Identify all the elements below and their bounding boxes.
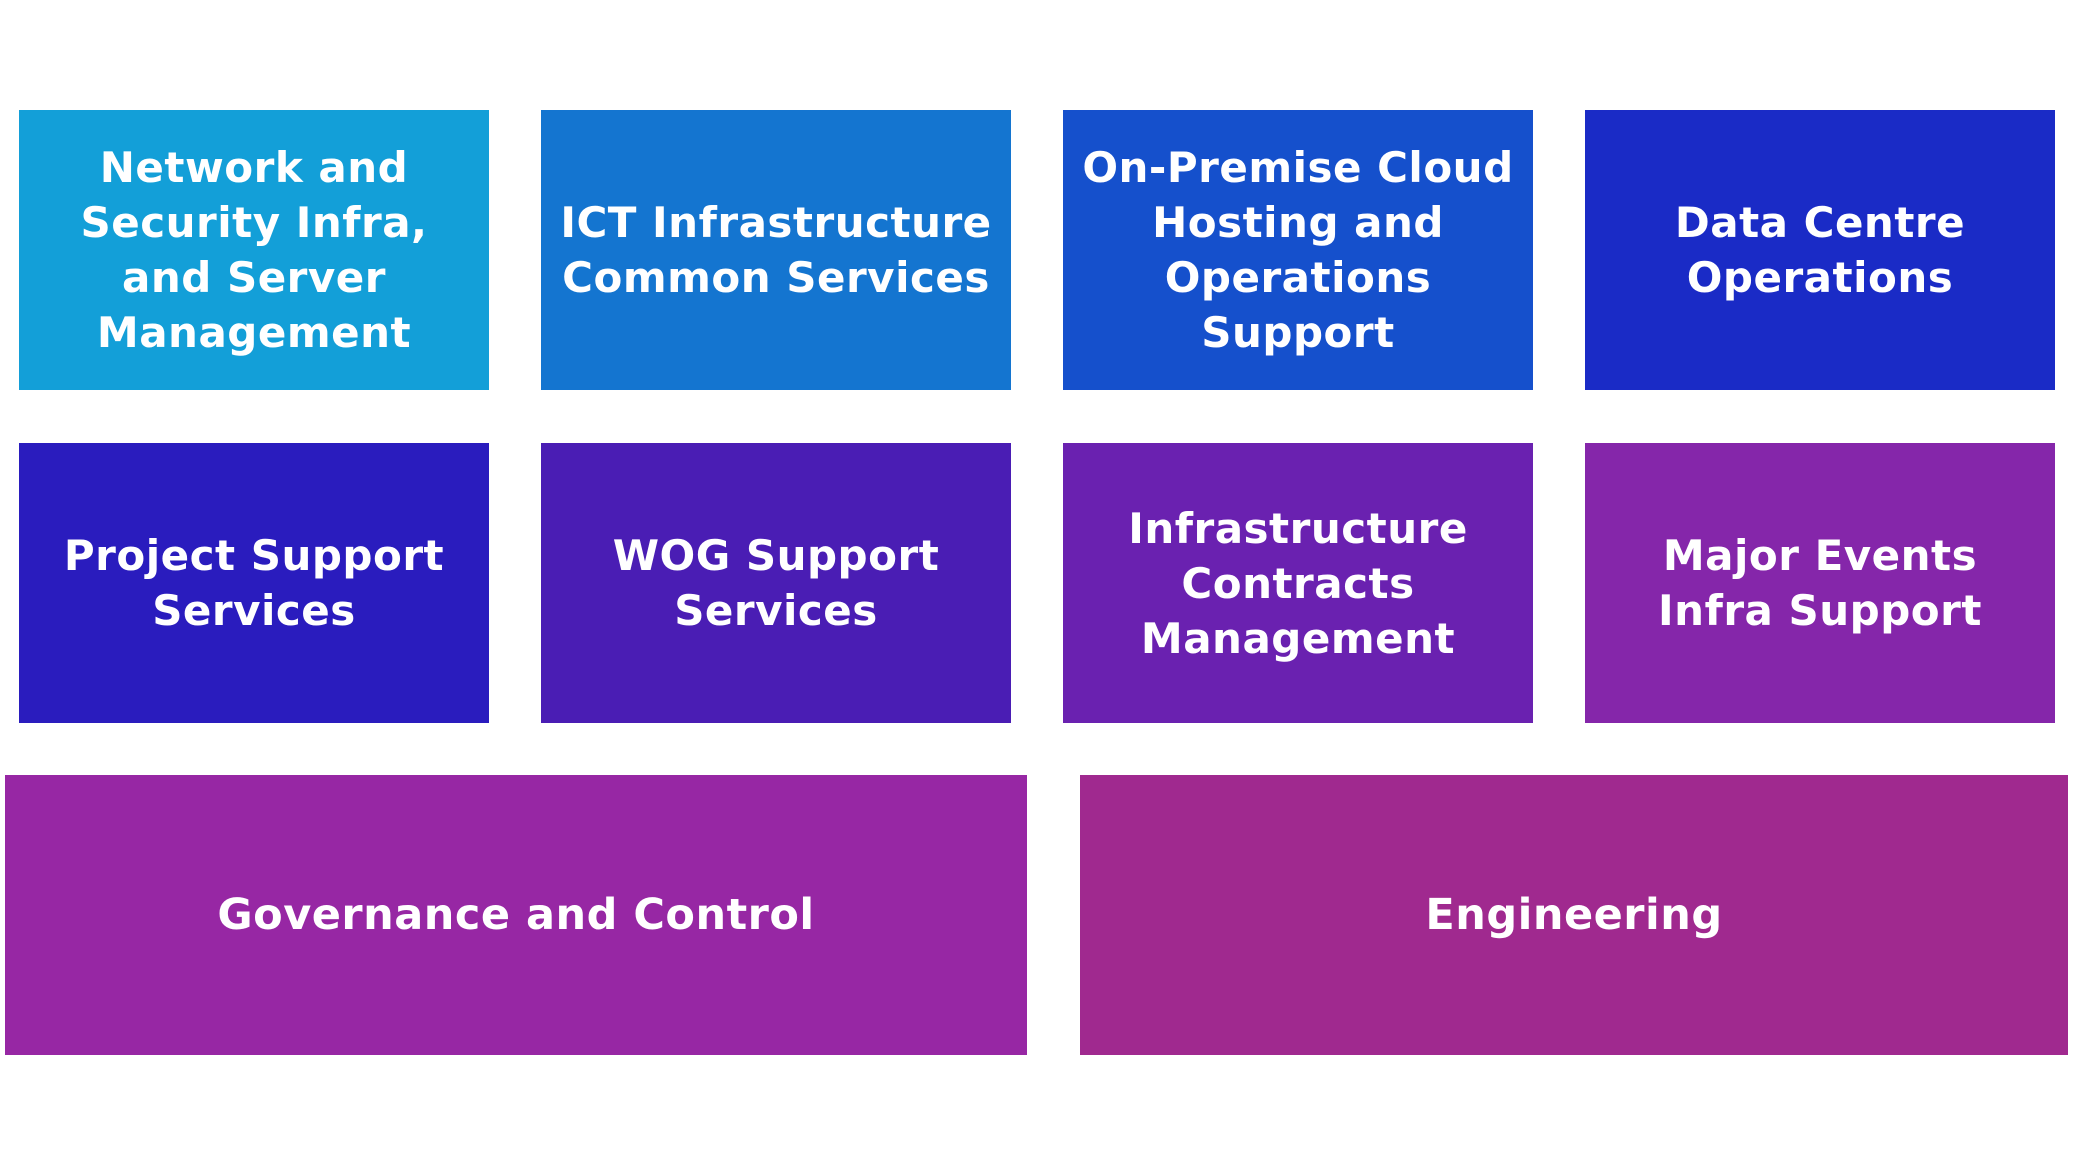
- tile-on-premise-cloud-hosting: On-Premise Cloud Hosting and Operations …: [1063, 110, 1533, 390]
- tile-label: ICT Infrastructure Common Services: [560, 198, 992, 302]
- tile-label: Project Support Services: [63, 531, 445, 635]
- tile-label: Governance and Control: [217, 889, 815, 940]
- tile-label: WOG Support Services: [612, 531, 940, 635]
- tile-major-events-infra-support: Major Events Infra Support: [1585, 443, 2055, 723]
- tile-governance-and-control: Governance and Control: [5, 775, 1027, 1055]
- tile-project-support-services: Project Support Services: [19, 443, 489, 723]
- tile-label: Engineering: [1425, 889, 1723, 940]
- tile-data-centre-operations: Data Centre Operations: [1585, 110, 2055, 390]
- tile-label: Network and Security Infra, and Server M…: [80, 143, 428, 357]
- tile-ict-infrastructure-common-services: ICT Infrastructure Common Services: [541, 110, 1011, 390]
- tile-label: Infrastructure Contracts Management: [1128, 503, 1468, 663]
- tile-label: Major Events Infra Support: [1658, 531, 1982, 635]
- tile-network-security-server: Network and Security Infra, and Server M…: [19, 110, 489, 390]
- tile-wog-support-services: WOG Support Services: [541, 443, 1011, 723]
- tile-engineering: Engineering: [1080, 775, 2068, 1055]
- tile-label: On-Premise Cloud Hosting and Operations …: [1082, 143, 1514, 357]
- tile-label: Data Centre Operations: [1674, 198, 1966, 302]
- tile-infrastructure-contracts-management: Infrastructure Contracts Management: [1063, 443, 1533, 723]
